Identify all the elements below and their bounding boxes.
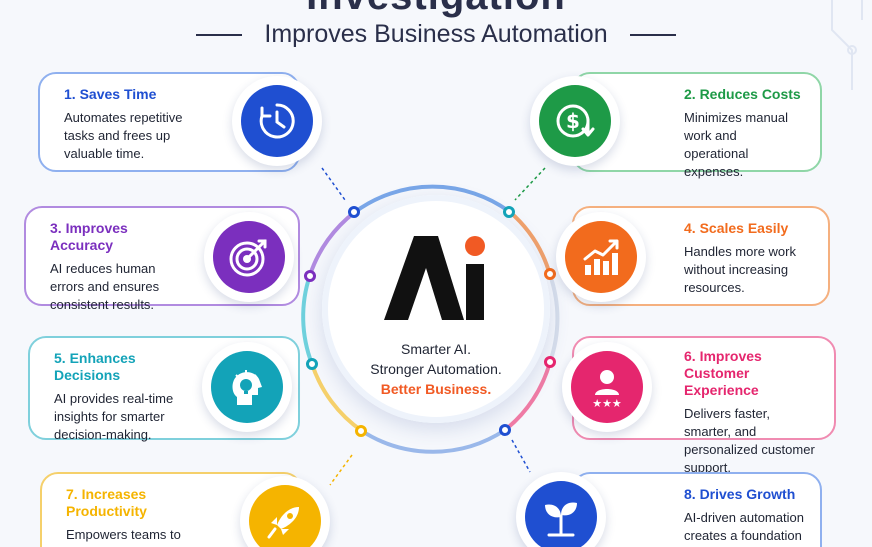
benefit-icon-disc-8 — [516, 472, 606, 547]
target-icon — [229, 239, 267, 277]
ring-dot-2 — [503, 206, 515, 218]
benefit-icon-disc-1 — [232, 76, 322, 166]
customer-stars-icon: ★★★ — [592, 370, 622, 409]
tagline-line-1: Smarter AI. — [400, 341, 472, 357]
subtitle-row: Improves Business Automation — [0, 20, 872, 49]
benefit-icon-disc-4 — [556, 212, 646, 302]
benefit-icon-disc-5 — [202, 342, 292, 432]
benefit-card-8: 8. Drives Growth AI-driven automation cr… — [572, 472, 822, 547]
benefit-desc: Empowers teams to focus on high-value — [66, 527, 181, 547]
svg-text:$: $ — [566, 109, 580, 133]
benefit-title: 1. Saves Time — [64, 86, 157, 102]
subtitle: Improves Business Automation — [264, 20, 608, 48]
dollar-down-icon: $ — [556, 104, 595, 138]
benefit-icon-disc-2: $ — [530, 76, 620, 166]
benefit-desc: Minimizes manual work and operational ex… — [684, 110, 789, 179]
idea-head-icon — [232, 370, 262, 405]
ring-dot-8 — [499, 424, 511, 436]
circuit-decoration — [831, 0, 863, 90]
benefit-title: 4. Scales Easily — [684, 220, 789, 236]
benefit-icon-disc-3 — [204, 212, 294, 302]
ring-dot-6 — [544, 356, 556, 368]
benefit-desc: AI provides real-time insights for smart… — [54, 391, 174, 442]
subtitle-rule-left — [196, 33, 243, 36]
center-circle — [322, 195, 550, 423]
sprout-icon — [545, 502, 577, 537]
benefit-desc: Delivers faster, smarter, and personaliz… — [684, 406, 815, 475]
benefit-title: 2. Reduces Costs — [684, 86, 801, 102]
subtitle-rule-right — [629, 33, 676, 36]
benefit-desc: AI-driven automation creates a foundatio… — [684, 510, 804, 543]
ring-dot-7 — [355, 425, 367, 437]
ring-dot-5 — [306, 358, 318, 370]
tagline-line-3: Better Business. — [380, 381, 492, 397]
benefit-desc: AI reduces human errors and ensures cons… — [50, 261, 160, 312]
benefit-title: 6. Improves Customer Experience — [684, 348, 762, 398]
ring-dot-4 — [544, 268, 556, 280]
benefit-title: 5. Enhances Decisions — [54, 350, 136, 383]
benefit-icon-disc-7 — [240, 476, 330, 547]
tagline-line-2: Stronger Automation. — [370, 361, 502, 377]
benefit-desc: Handles more work without increasing res… — [684, 244, 796, 295]
ring-dot-3 — [304, 270, 316, 282]
benefit-desc: Automates repetitive tasks and frees up … — [64, 110, 183, 161]
growth-chart-icon — [583, 239, 619, 275]
benefit-icon-disc-6: ★★★ — [562, 342, 652, 432]
benefit-title: 3. Improves Accuracy — [50, 220, 128, 253]
svg-text:★★★: ★★★ — [592, 397, 622, 409]
clock-icon — [259, 103, 295, 139]
rocket-icon — [267, 507, 299, 539]
ring-dot-1 — [348, 206, 360, 218]
benefit-title: 7. Increases Productivity — [66, 486, 147, 519]
ai-logo — [384, 236, 485, 320]
main-title: Investigation — [0, 0, 872, 19]
benefit-title: 8. Drives Growth — [684, 486, 796, 502]
